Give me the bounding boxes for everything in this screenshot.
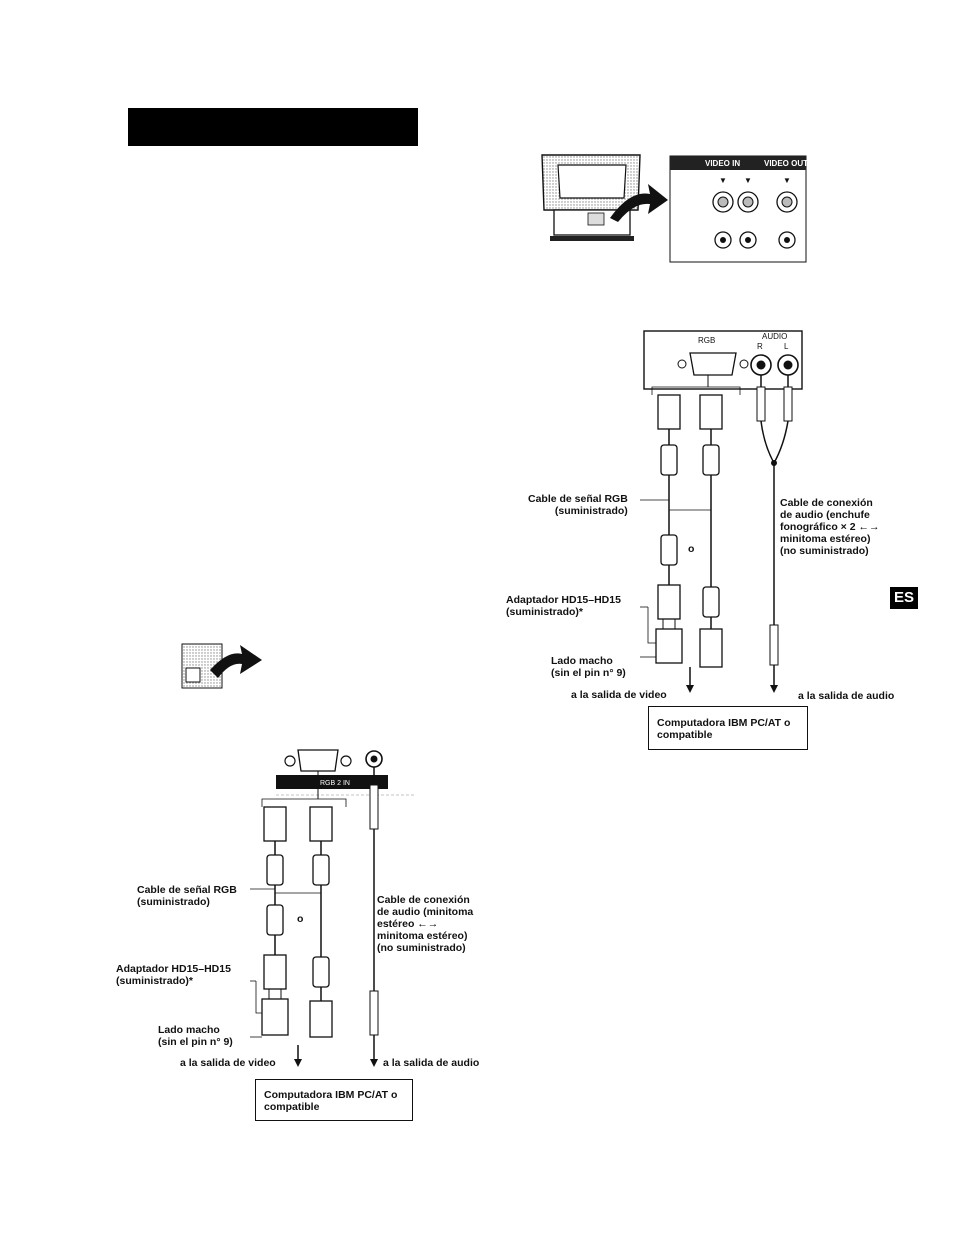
svg-text:▼: ▼ [744, 176, 752, 185]
svg-text:▼: ▼ [783, 176, 791, 185]
monitor-icon [541, 154, 641, 241]
rgb-cable-left-b [261, 806, 289, 1036]
rgb-cable-right-b [309, 806, 333, 1038]
language-tab-es: ES [890, 587, 918, 609]
computer-label-b: Computadora IBM PC/AT o compatible [264, 1089, 398, 1113]
rgb-cable-label-a: Cable de señal RGB (suministrado) [528, 493, 628, 517]
rgb2-panel: RGB 2 IN [276, 749, 416, 796]
panel-l-label: L [784, 342, 789, 351]
rgb-audio-panel: RGB AUDIO R L [643, 330, 803, 390]
rgb-cable-label-b: Cable de señal RGB (suministrado) [137, 884, 237, 908]
computer-label-a: Computadora IBM PC/AT o compatible [657, 717, 791, 741]
arrow-icon [610, 184, 668, 222]
rgb-cable-right [699, 394, 723, 668]
rgb-cable-left [655, 394, 683, 664]
computer-box-b [255, 1079, 413, 1121]
video-panel: VIDEO IN VIDEO OUT ▼ ▼ ▼ [669, 155, 808, 263]
audio-output-label-b: a la salida de audio [383, 1057, 480, 1069]
panel-rgb-label: RGB [698, 336, 715, 345]
connection-diagram-rgb-audio: RGB AUDIO R L [640, 330, 803, 693]
adapter-label-a: Adaptador HD15–HD15 (suministrado)* [506, 594, 621, 618]
video-output-label-a: a la salida de video [571, 689, 667, 701]
or-label-b: o [297, 913, 304, 925]
adapter-label-b: Adaptador HD15–HD15 (suministrado)* [116, 963, 231, 987]
or-label-a: o [688, 543, 695, 555]
audio-y-cable [756, 375, 793, 693]
section-header-bar [128, 108, 418, 146]
monitor-rear-illustration: VIDEO IN VIDEO OUT ▼ ▼ ▼ [541, 154, 808, 263]
video-out-label: VIDEO OUT [764, 159, 808, 168]
male-side-label-b: Lado macho (sin el pin n° 9) [158, 1024, 233, 1048]
rgb2-in-label: RGB 2 IN [320, 780, 350, 787]
video-output-label-b: a la salida de video [180, 1057, 276, 1069]
connection-diagram-rgb2-in: RGB 2 IN [250, 749, 416, 1067]
panel-audio-label: AUDIO [762, 332, 787, 341]
small-monitor-arrow-illustration [181, 643, 262, 689]
panel-r-label: R [757, 342, 763, 351]
svg-text:▼: ▼ [719, 176, 727, 185]
audio-cable-label-b: Cable de conexión de audio (minitoma est… [377, 894, 474, 954]
audio-output-label-a: a la salida de audio [798, 690, 895, 702]
video-in-label: VIDEO IN [705, 159, 740, 168]
audio-cable-label-a: Cable de conexión de audio (enchufe fono… [780, 497, 880, 557]
audio-mini-cable [369, 767, 379, 1067]
male-side-label-a: Lado macho (sin el pin n° 9) [551, 655, 626, 679]
arrow-icon [210, 645, 262, 678]
computer-box-a [648, 706, 808, 750]
